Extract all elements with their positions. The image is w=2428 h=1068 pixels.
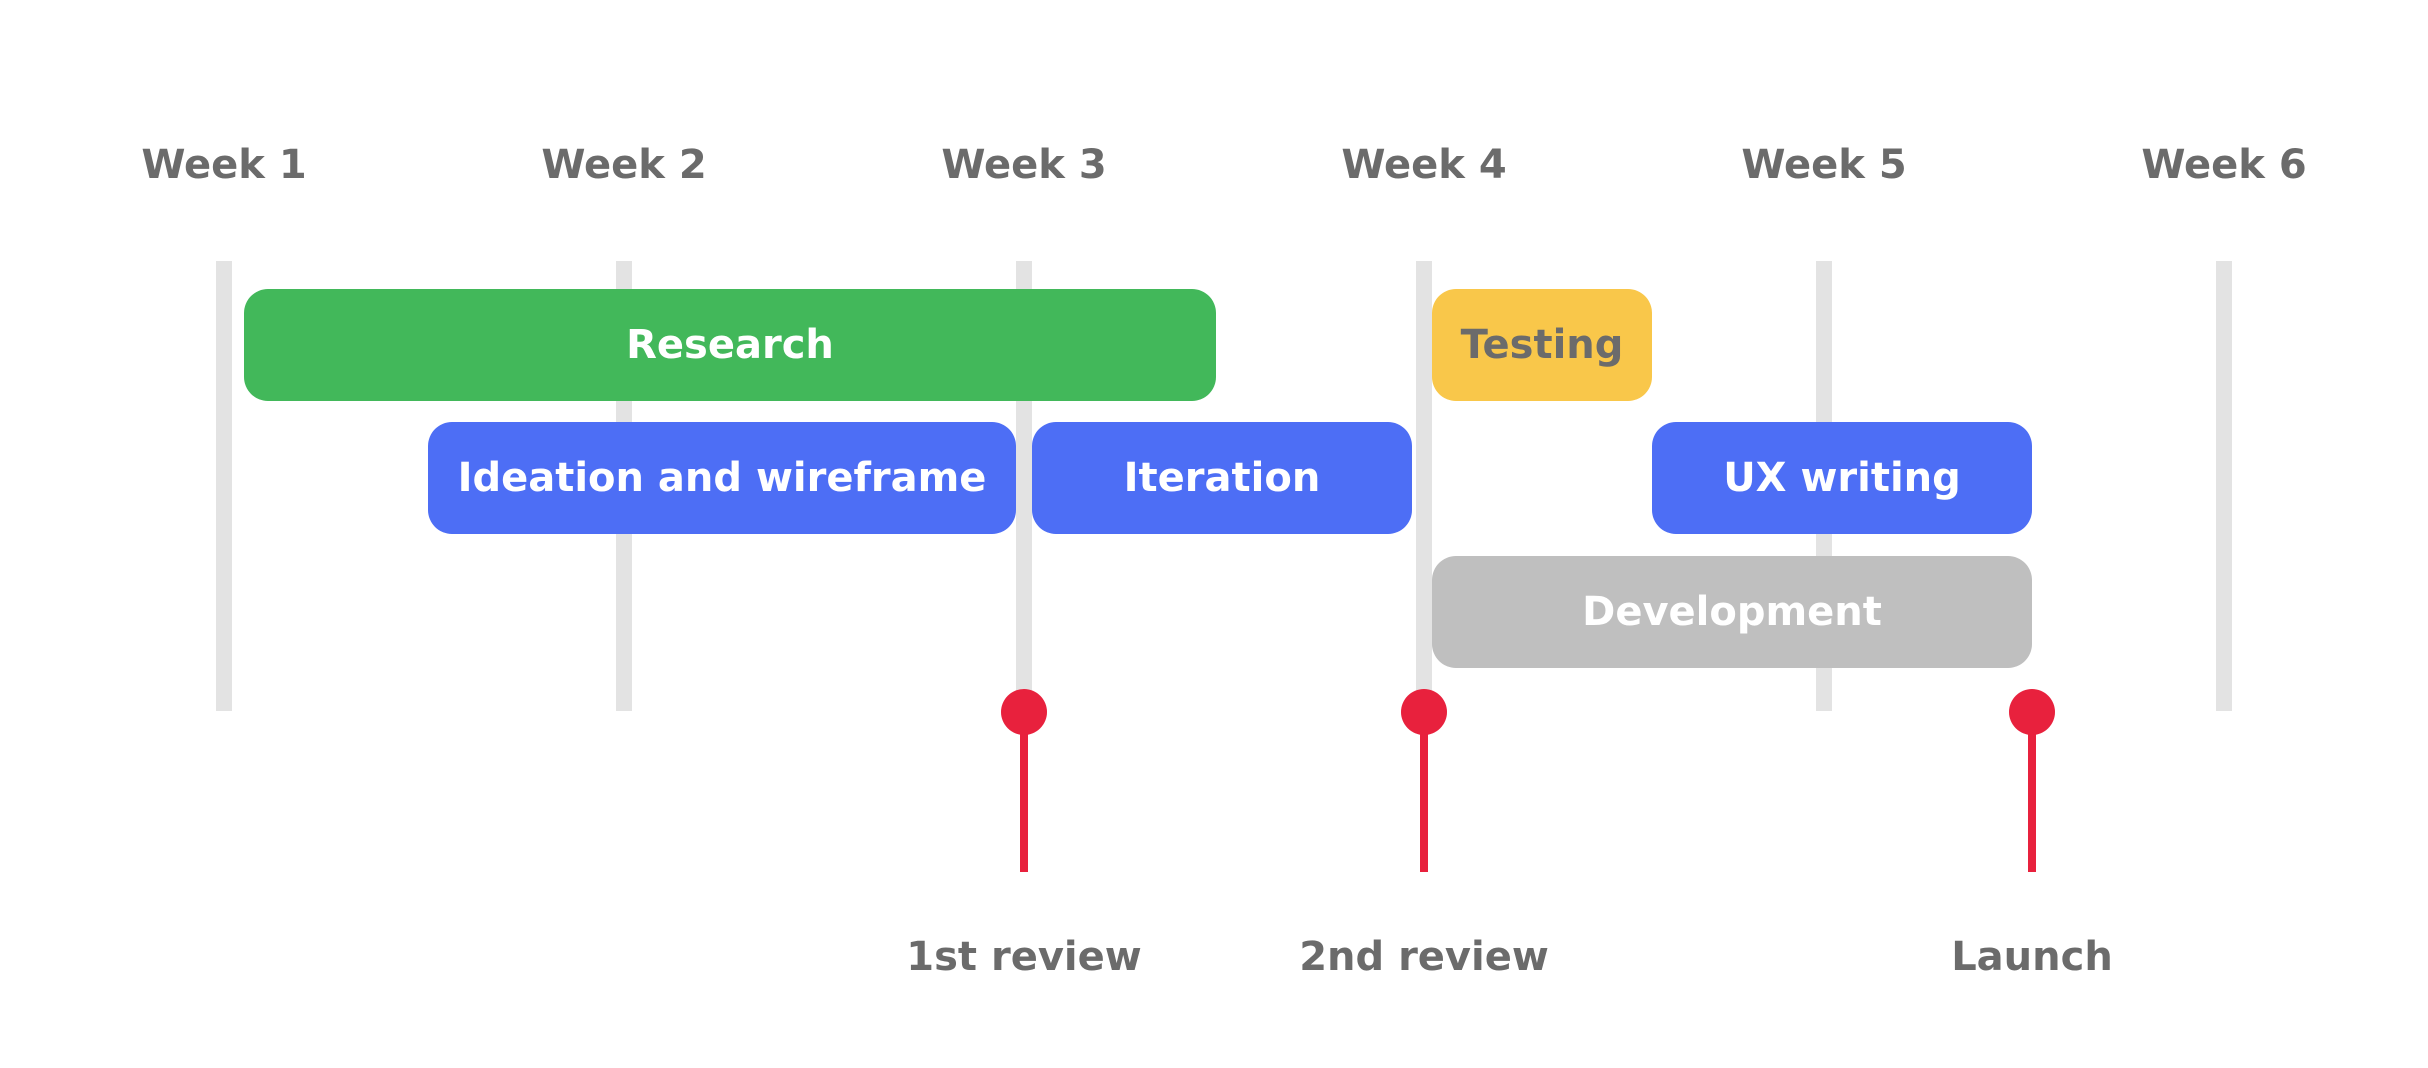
week-gridline-4 bbox=[1416, 261, 1432, 711]
task-bar-ideation-and-wireframe: Ideation and wireframe bbox=[428, 422, 1016, 534]
milestone-label-1st-review: 1st review bbox=[906, 934, 1142, 980]
task-bar-research: Research bbox=[244, 289, 1216, 401]
week-gridline-1 bbox=[216, 261, 232, 711]
task-bar-ux-writing: UX writing bbox=[1652, 422, 2032, 534]
milestone-label-2nd-review: 2nd review bbox=[1299, 934, 1549, 980]
milestone-marker-1st-review bbox=[1001, 689, 1047, 735]
task-bar-iteration: Iteration bbox=[1032, 422, 1412, 534]
task-bar-testing: Testing bbox=[1432, 289, 1652, 401]
week-label-6: Week 6 bbox=[2141, 142, 2307, 188]
milestone-stem-2nd-review bbox=[1420, 712, 1428, 872]
week-label-4: Week 4 bbox=[1341, 142, 1507, 188]
milestone-stem-1st-review bbox=[1020, 712, 1028, 872]
milestone-stem-launch bbox=[2028, 712, 2036, 872]
milestone-marker-launch bbox=[2009, 689, 2055, 735]
week-gridline-6 bbox=[2216, 261, 2232, 711]
milestone-marker-2nd-review bbox=[1401, 689, 1447, 735]
week-label-1: Week 1 bbox=[141, 142, 307, 188]
milestone-label-launch: Launch bbox=[1951, 934, 2113, 980]
task-bar-development: Development bbox=[1432, 556, 2032, 668]
week-label-2: Week 2 bbox=[541, 142, 707, 188]
week-label-3: Week 3 bbox=[941, 142, 1107, 188]
week-label-5: Week 5 bbox=[1741, 142, 1907, 188]
